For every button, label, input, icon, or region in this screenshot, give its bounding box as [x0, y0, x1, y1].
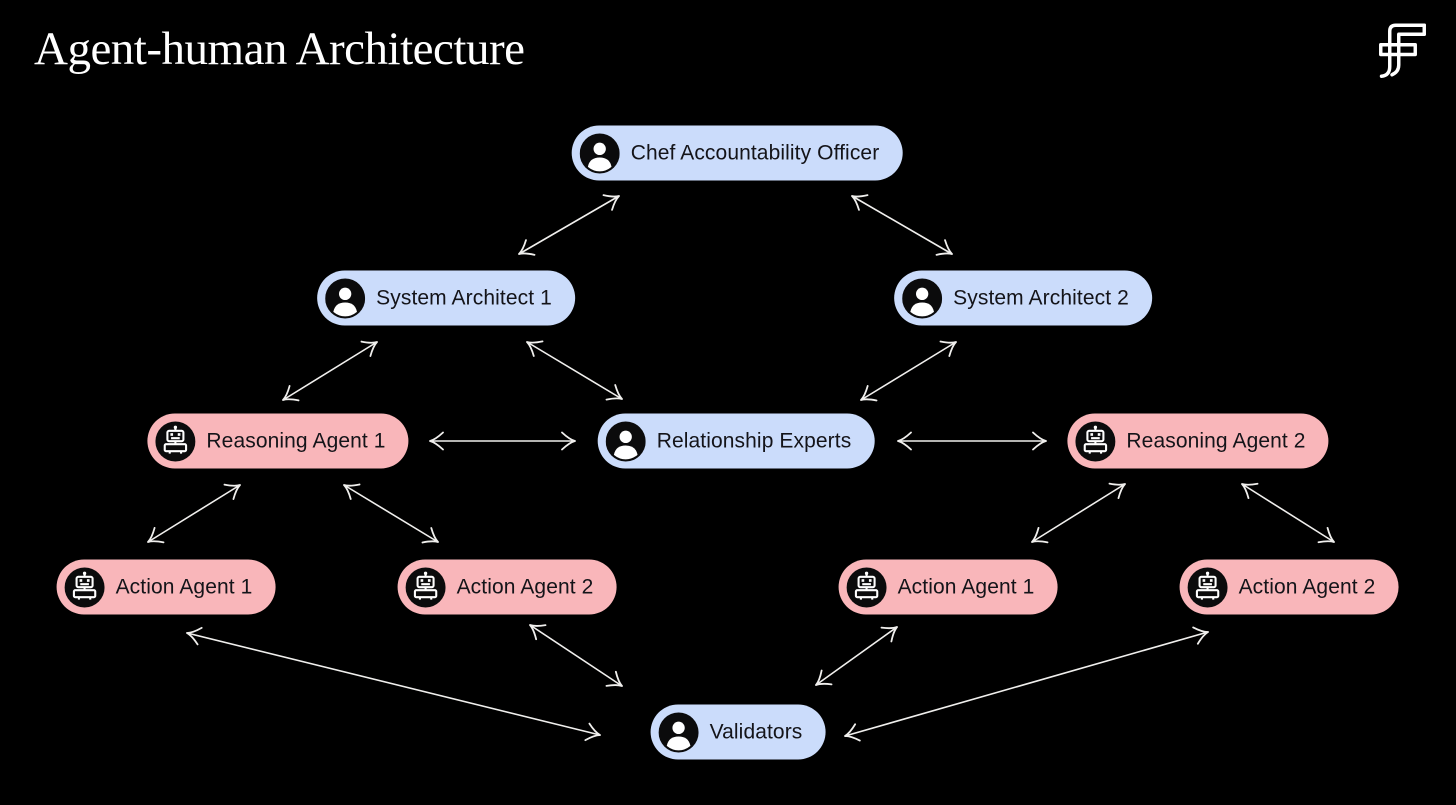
- node-label: Reasoning Agent 2: [1126, 429, 1306, 452]
- robot-icon: [64, 567, 105, 607]
- edge-aa2l-validators: [529, 624, 623, 687]
- brand-f-logo-icon: [1368, 14, 1434, 80]
- node-label: Chef Accountability Officer: [630, 141, 880, 164]
- node-label: Action Agent 2: [456, 575, 594, 598]
- node-label: System Architect 2: [953, 286, 1129, 309]
- node-aa2r: Action Agent 2: [1179, 559, 1399, 615]
- node-validators: Validators: [650, 704, 826, 760]
- node-label: Action Agent 1: [897, 575, 1035, 598]
- robot-icon: [405, 567, 446, 607]
- node-aa2l: Action Agent 2: [397, 559, 617, 615]
- edge-aa1r-validators: [815, 626, 898, 686]
- edge-aa1l-validators: [186, 626, 601, 742]
- person-icon: [605, 421, 646, 461]
- person-icon: [579, 133, 620, 173]
- robot-icon: [846, 567, 887, 607]
- person-icon: [902, 278, 943, 318]
- edge-ra1-aa1l: [147, 483, 241, 544]
- node-ra1: Reasoning Agent 1: [147, 413, 409, 469]
- node-sa2: System Architect 2: [894, 270, 1152, 326]
- node-label: System Architect 1: [376, 286, 552, 309]
- edge-chef-sa2: [851, 194, 953, 256]
- node-label: Relationship Experts: [656, 429, 852, 452]
- node-label: Reasoning Agent 1: [206, 429, 386, 452]
- edge-chef-sa1: [518, 194, 620, 256]
- node-label: Action Agent 1: [115, 575, 253, 598]
- edge-re-ra2: [897, 431, 1047, 451]
- robot-icon: [1075, 421, 1116, 461]
- edge-sa2-re: [860, 340, 957, 402]
- node-aa1r: Action Agent 1: [838, 559, 1058, 615]
- edge-ra2-aa2r: [1241, 482, 1335, 544]
- node-label: Action Agent 2: [1238, 575, 1376, 598]
- edge-ra1-aa2l: [343, 483, 439, 544]
- edge-ra2-aa1r: [1031, 482, 1126, 544]
- node-re: Relationship Experts: [597, 413, 875, 469]
- edge-ra1-re: [429, 431, 576, 451]
- edge-sa1-re: [526, 340, 623, 401]
- edge-aa2r-validators: [844, 626, 1209, 742]
- edge-sa1-ra1: [282, 340, 378, 402]
- node-aa1l: Action Agent 1: [56, 559, 276, 615]
- node-ra2: Reasoning Agent 2: [1067, 413, 1329, 469]
- page-title: Agent-human Architecture: [34, 23, 525, 75]
- node-label: Validators: [709, 720, 803, 743]
- robot-icon: [155, 421, 196, 461]
- node-chef: Chef Accountability Officer: [571, 125, 903, 181]
- person-icon: [658, 712, 699, 752]
- robot-icon: [1187, 567, 1228, 607]
- person-icon: [325, 278, 366, 318]
- node-sa1: System Architect 1: [317, 270, 575, 326]
